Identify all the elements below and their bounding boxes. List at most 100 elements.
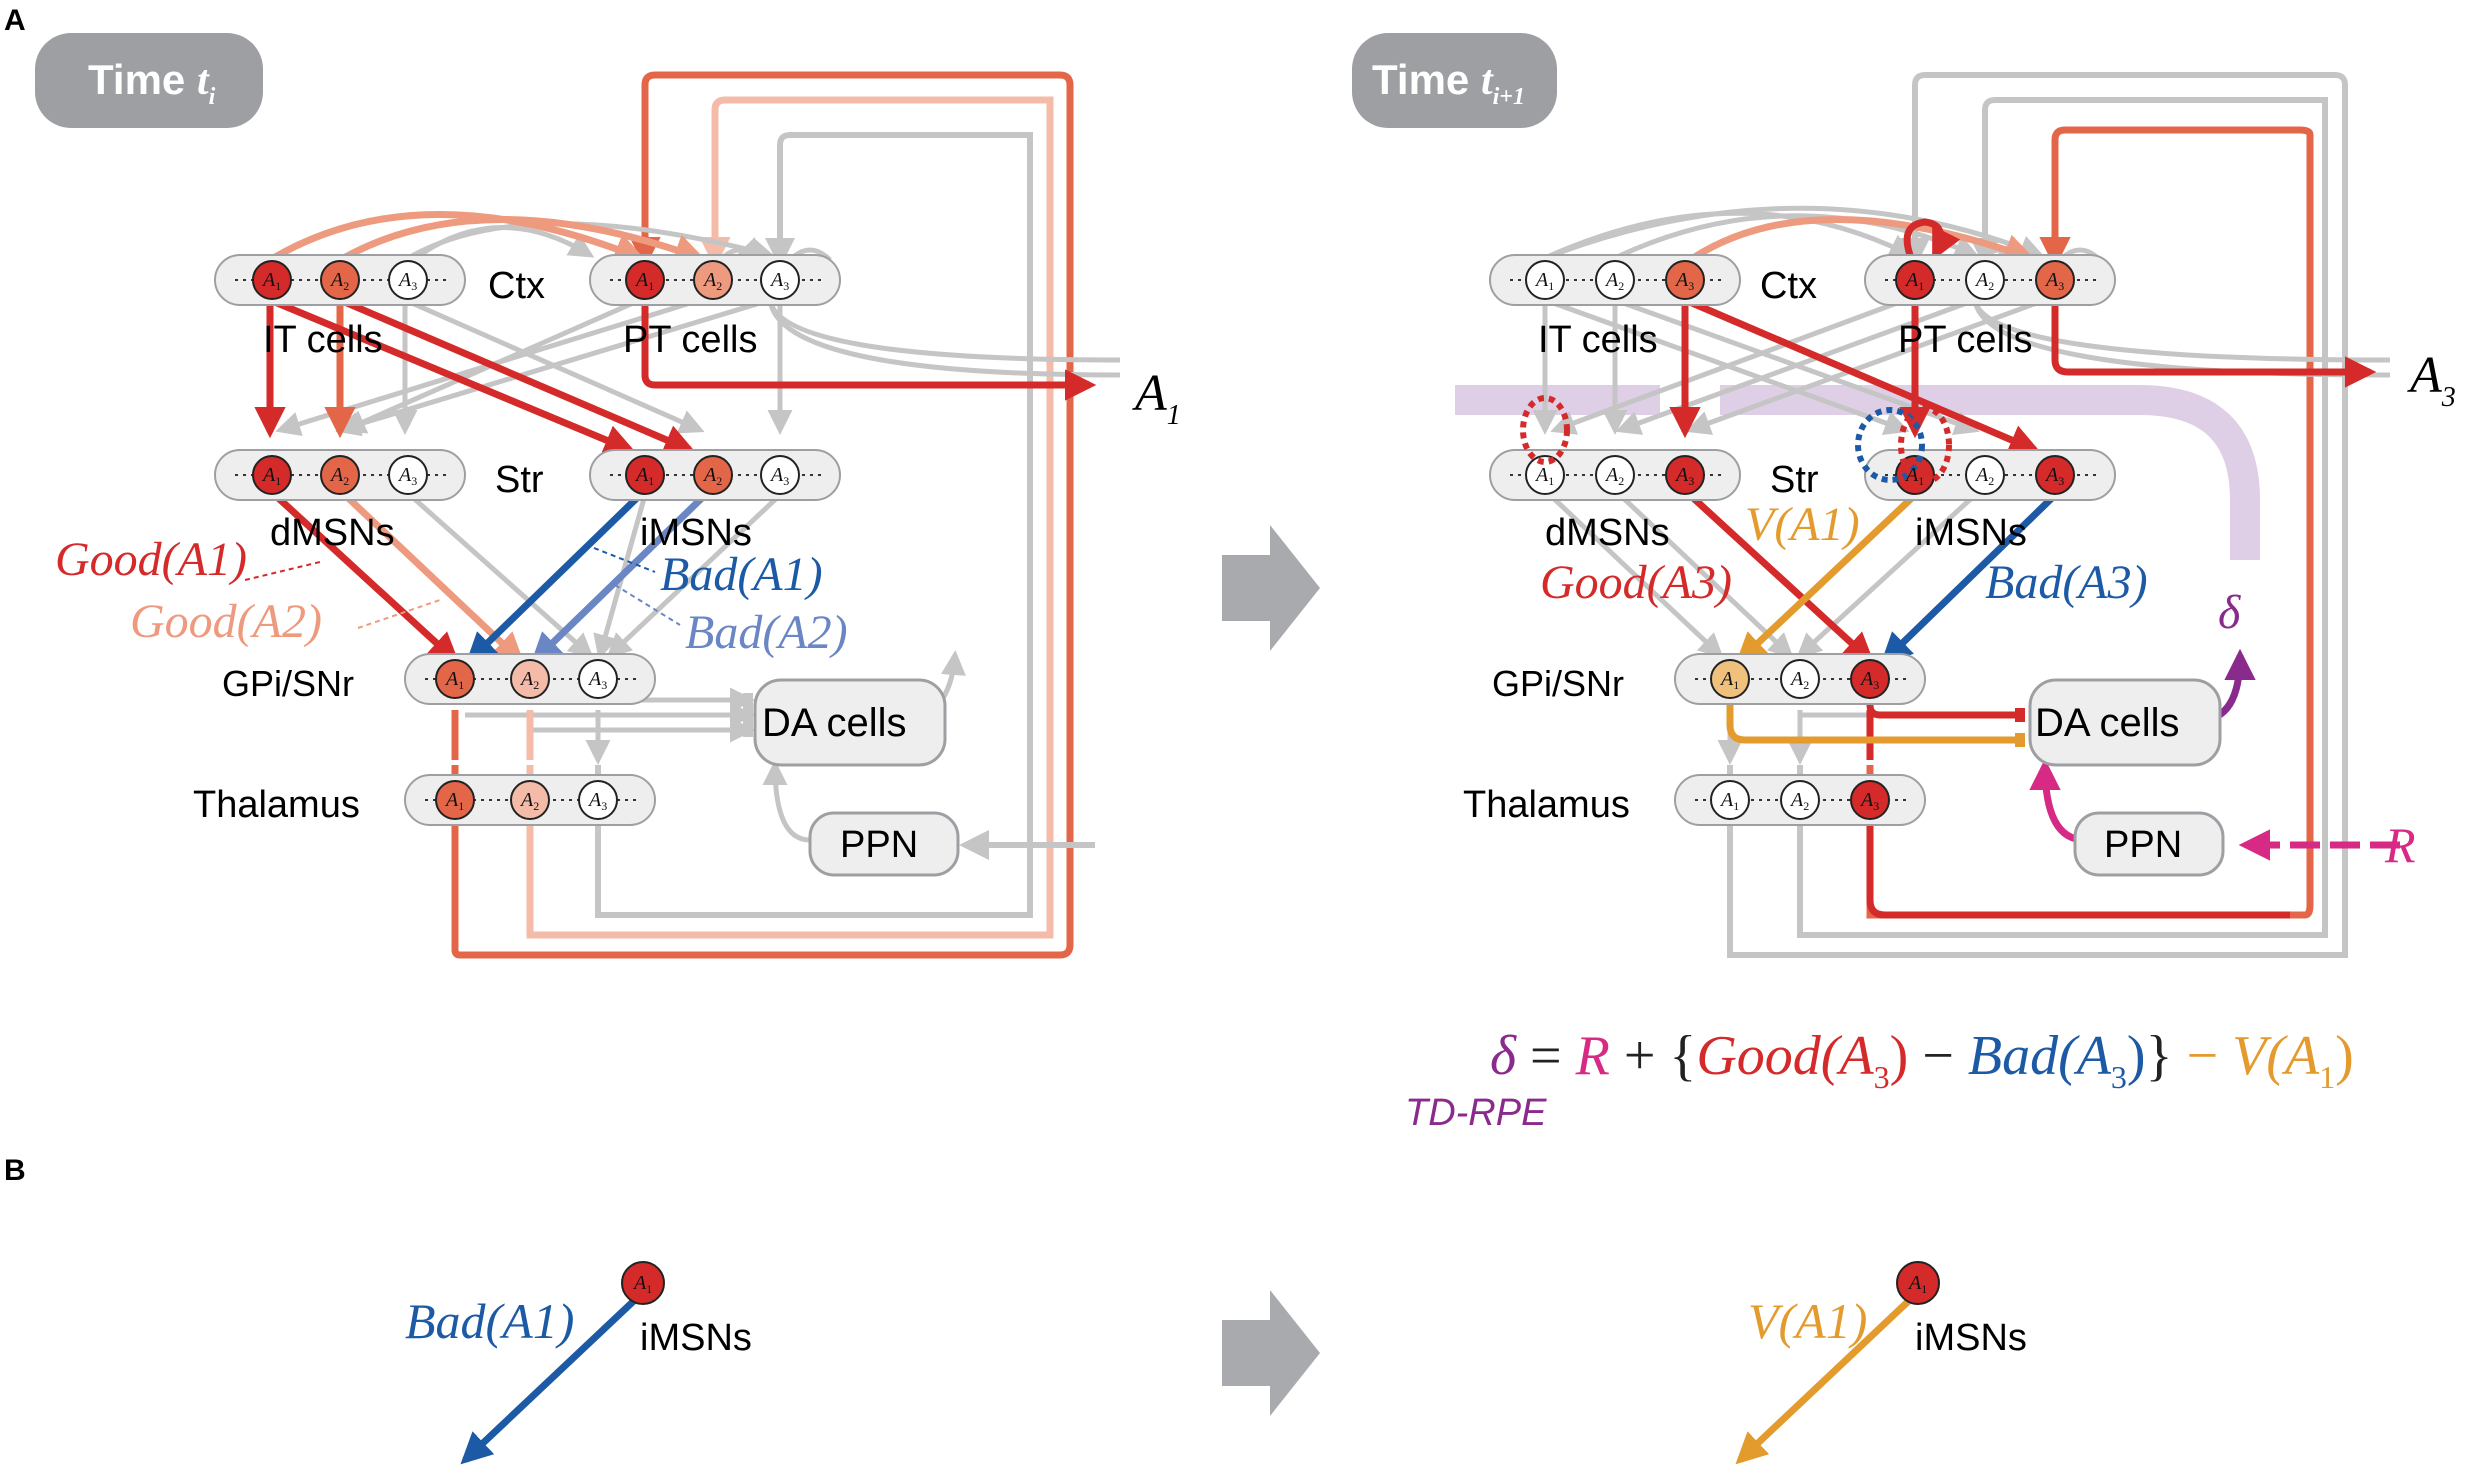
node-label: A1 xyxy=(261,464,281,488)
label-str-right: Str xyxy=(1770,459,1819,501)
node-d-a1 xyxy=(252,455,292,495)
node-label: A1 xyxy=(1907,1272,1927,1296)
plasticity-ring-dmsn-a1 xyxy=(1520,395,1570,465)
gpi-left xyxy=(404,653,656,705)
node-g-a1 xyxy=(435,659,475,699)
it-cells-right xyxy=(1489,254,1741,306)
node-i-a3 xyxy=(760,455,800,495)
annotation-good-a2: Good(A2) xyxy=(130,595,322,648)
node-label: A1 xyxy=(1534,269,1554,293)
node-i-a2 xyxy=(1965,455,2005,495)
node-t-a3 xyxy=(1850,780,1890,820)
td-rpe-equation: δ = R + {Good(A3) − Bad(A3)} − V(A1) TD-… xyxy=(1405,1025,2354,1134)
it-cells-left xyxy=(214,254,466,306)
loop-a2 xyxy=(526,96,1054,939)
delta-broadcast-band xyxy=(1455,385,2260,560)
annotation-good-a1: Good(A1) xyxy=(55,533,247,586)
thalamus-left xyxy=(404,774,656,826)
node-t-a2 xyxy=(510,780,550,820)
node-label: A2 xyxy=(702,269,722,293)
node-label: A1 xyxy=(1904,269,1924,293)
annotation-good-a3: Good(A3) xyxy=(1540,556,1732,609)
colored-projections-right xyxy=(1669,216,2400,919)
node-label: A2 xyxy=(1974,464,1994,488)
node-label: A3 xyxy=(1859,668,1879,692)
node-it-a1 xyxy=(252,260,292,300)
node-label: A3 xyxy=(769,269,789,293)
node-pt-a3 xyxy=(2035,260,2075,300)
loop-a1 xyxy=(451,71,1074,959)
node-label: A2 xyxy=(1604,464,1624,488)
label-pt-cells-left: PT cells xyxy=(623,319,757,361)
panel-label-a: A xyxy=(4,4,26,37)
label-gpi-right: GPi/SNr xyxy=(1492,663,1624,704)
panel-b-v-label: V(A1) xyxy=(1748,1293,1867,1349)
gpi-right xyxy=(1674,653,1926,705)
left-panel: A1 Ctx IT cells PT cells Str dMSNs iMSNs… xyxy=(55,71,1181,959)
node-label: A1 xyxy=(632,1272,652,1296)
node-label: A1 xyxy=(1719,789,1739,813)
node-label: A2 xyxy=(519,668,539,692)
node-g-a2 xyxy=(1780,659,1820,699)
svg-text:Time ti+1: Time ti+1 xyxy=(1372,56,1525,110)
panel-b-node-left xyxy=(621,1261,665,1305)
node-pt-a3 xyxy=(760,260,800,300)
node-label: A2 xyxy=(1789,668,1809,692)
node-t-a3 xyxy=(578,780,618,820)
annotation-reward: R xyxy=(2384,817,2416,873)
node-it-a2 xyxy=(320,260,360,300)
transition-arrow-b xyxy=(1222,1290,1320,1416)
node-label: A3 xyxy=(587,668,607,692)
label-gpi-left: GPi/SNr xyxy=(222,663,354,704)
panel-b-v-arrow xyxy=(1735,1292,1918,1465)
label-it-cells-right: IT cells xyxy=(1538,319,1658,361)
node-t-a1 xyxy=(435,780,475,820)
node-label: A3 xyxy=(769,464,789,488)
annotation-bad-a1: Bad(A1) xyxy=(660,548,823,601)
time-badge-right: Time ti+1 xyxy=(1352,33,1557,128)
label-ppn-right: PPN xyxy=(2104,824,2182,866)
dmsns-left xyxy=(214,449,466,501)
panel-b-bad-label: Bad(A1) xyxy=(405,1293,574,1349)
node-label: A1 xyxy=(261,269,281,293)
label-imsns-right: iMSNs xyxy=(1915,512,2027,554)
node-label: A3 xyxy=(397,464,417,488)
node-label: A3 xyxy=(587,789,607,813)
node-it-a1 xyxy=(1525,260,1565,300)
node-g-a2 xyxy=(510,659,550,699)
node-t-a2 xyxy=(1780,780,1820,820)
node-label: A2 xyxy=(702,464,722,488)
node-d-a3 xyxy=(388,455,428,495)
loop-a3 xyxy=(595,132,1033,918)
node-pt-a2 xyxy=(1965,260,2005,300)
node-label: A3 xyxy=(2044,269,2064,293)
annotation-bad-a3: Bad(A3) xyxy=(1985,556,2148,609)
node-g-a1 xyxy=(1710,659,1750,699)
annotation-delta: δ xyxy=(2218,586,2241,639)
label-ppn-left: PPN xyxy=(840,824,918,866)
inhibit-cap xyxy=(2015,733,2025,747)
thalamus-right xyxy=(1674,774,1926,826)
da-cells-box-left xyxy=(753,678,947,767)
node-pt-a2 xyxy=(693,260,733,300)
node-label: A3 xyxy=(1674,269,1694,293)
panel-b-node-right xyxy=(1896,1261,1940,1305)
node-label: A1 xyxy=(634,269,654,293)
node-g-a3 xyxy=(578,659,618,699)
gray-projections-right xyxy=(1532,205,2391,765)
node-label: A3 xyxy=(397,269,417,293)
da-cells-box-right xyxy=(2028,678,2222,767)
node-label: A2 xyxy=(329,269,349,293)
output-action-right: A3 xyxy=(2407,347,2456,413)
label-dmsns-right: dMSNs xyxy=(1545,512,1670,554)
node-label: A1 xyxy=(1904,464,1924,488)
imsns-left xyxy=(589,449,841,501)
label-pt-cells-right: PT cells xyxy=(1898,319,2032,361)
ppn-box-left xyxy=(808,811,960,877)
label-str-left: Str xyxy=(495,459,544,501)
pt-cells-right xyxy=(1864,254,2116,306)
node-label: A2 xyxy=(1604,269,1624,293)
label-da-left: DA cells xyxy=(762,701,907,745)
panel-b-imsns-left: iMSNs xyxy=(640,1317,752,1359)
